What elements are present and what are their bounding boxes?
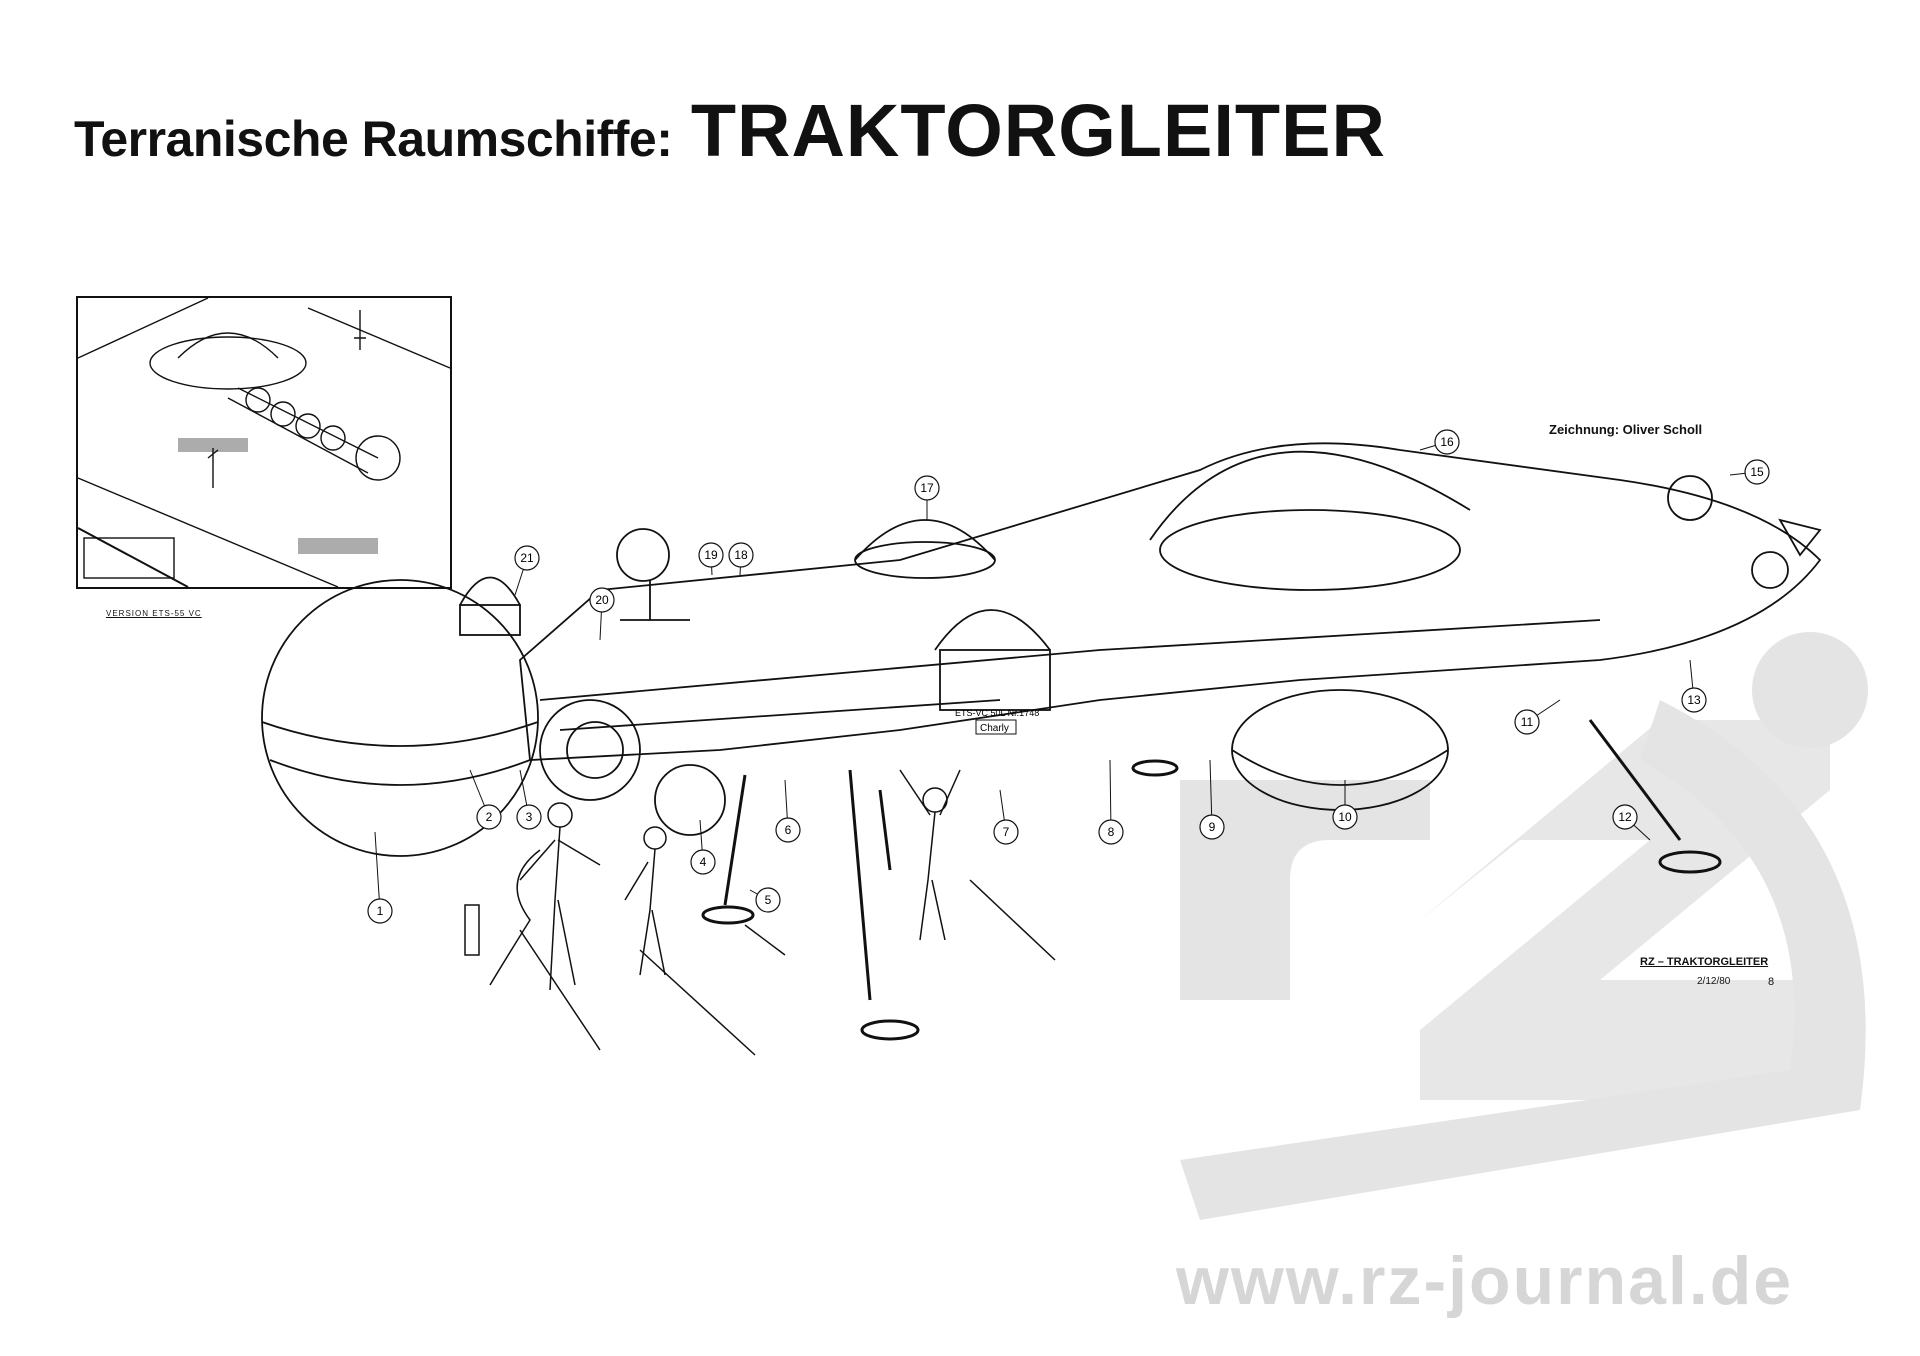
callout-circle-21 [514,545,540,571]
figures [464,769,1056,1056]
callout-label-21: 21 [520,551,534,565]
callout-label-7: 7 [1003,825,1010,839]
callout-label-4: 4 [700,855,707,869]
front-sphere [261,579,539,857]
callout-label-5: 5 [765,893,772,907]
callout-circle-9 [1199,814,1225,840]
landing-gear [701,719,1722,1041]
callout-label-16: 16 [1440,435,1454,449]
inset-illustration [76,296,452,589]
callout-leader-1 [374,831,381,912]
callout-circle-2 [476,804,502,830]
hull-markings: ETS-VC 50L Nr.1748 Charly [955,708,1039,735]
callout-label-2: 2 [486,810,493,824]
stamp-mark: 8 [1768,976,1775,988]
callout-label-11: 11 [1521,715,1534,729]
watermark-url[interactable]: www.rz-journal.de [1176,1243,1794,1319]
ship-hull [261,442,1822,857]
callout-circle-13 [1681,687,1707,713]
callout-label-18: 18 [734,548,748,562]
callout-circle-18 [728,542,754,568]
inset-ship-drawing [77,297,451,588]
callout-label-3: 3 [526,810,533,824]
callout-label-20: 20 [595,593,609,607]
callout-label-19: 19 [704,548,718,562]
callout-label-9: 9 [1209,820,1216,834]
callout-circle-4 [690,849,716,875]
callout-label-1: 1 [377,904,384,918]
hull-serial: ETS-VC 50L Nr.1748 [955,708,1039,718]
callout-label-6: 6 [785,823,792,837]
title-prefix: Terranische Raumschiffe: [74,111,673,167]
stamp-date: 2/12/80 [1697,976,1731,987]
callout-circle-11 [1514,709,1540,735]
hull-name: Charly [980,723,1009,734]
callout-circle-17 [914,475,940,501]
callout-circle-12 [1612,804,1638,830]
title-main: TRAKTORGLEITER [690,89,1386,172]
artist-credit: Zeichnung: Oliver Scholl [1549,422,1703,437]
callout-circle-7 [993,819,1019,845]
callout-circle-6 [775,817,801,843]
callout-label-17: 17 [920,481,934,495]
callout-label-12: 12 [1618,810,1632,824]
callout-circle-15 [1744,459,1770,485]
drawing-stamp: RZ – TRAKTORGLEITER [1640,956,1769,968]
callout-circle-1 [367,898,393,924]
callout-circle-19 [698,542,724,568]
callout-circle-3 [516,804,542,830]
callout-label-10: 10 [1338,810,1352,824]
inset-caption: VERSION ETS-55 VC [106,609,202,618]
callout-circle-16 [1434,429,1460,455]
callout-circle-10 [1332,804,1358,830]
page-title: Terranische Raumschiffe: TRAKTORGLEITER [74,88,1386,173]
callout-label-13: 13 [1687,693,1701,707]
callout-label-15: 15 [1750,465,1764,479]
callout-label-8: 8 [1108,825,1115,839]
callout-circle-5 [755,887,781,913]
callout-circle-8 [1098,819,1124,845]
callout-circle-20 [589,587,615,613]
